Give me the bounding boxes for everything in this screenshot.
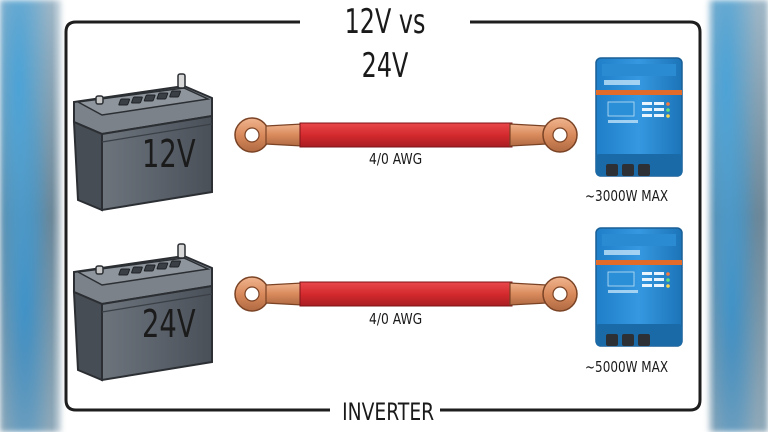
frame-border — [64, 20, 702, 412]
diagram-title: 12V vs 24V — [318, 0, 452, 86]
blurred-side-panel-left — [0, 0, 62, 432]
inverter-row2-icon — [595, 227, 683, 347]
cable-row1 — [234, 117, 578, 153]
cable-gauge-label: 4/0 AWG — [369, 310, 423, 328]
cable-gauge-label: 4/0 AWG — [369, 150, 423, 168]
inverter-max-label: ~5000W MAX — [585, 358, 669, 376]
blurred-side-panel-right — [708, 0, 768, 432]
inverter-max-label: ~3000W MAX — [585, 187, 669, 205]
cable-row2 — [234, 276, 578, 312]
footer-label: INVERTER — [342, 392, 434, 432]
side-fade-right — [698, 0, 716, 432]
battery-voltage-label: 24V — [142, 302, 196, 346]
battery-voltage-label: 12V — [142, 132, 196, 176]
inverter-row1-icon — [595, 57, 683, 177]
